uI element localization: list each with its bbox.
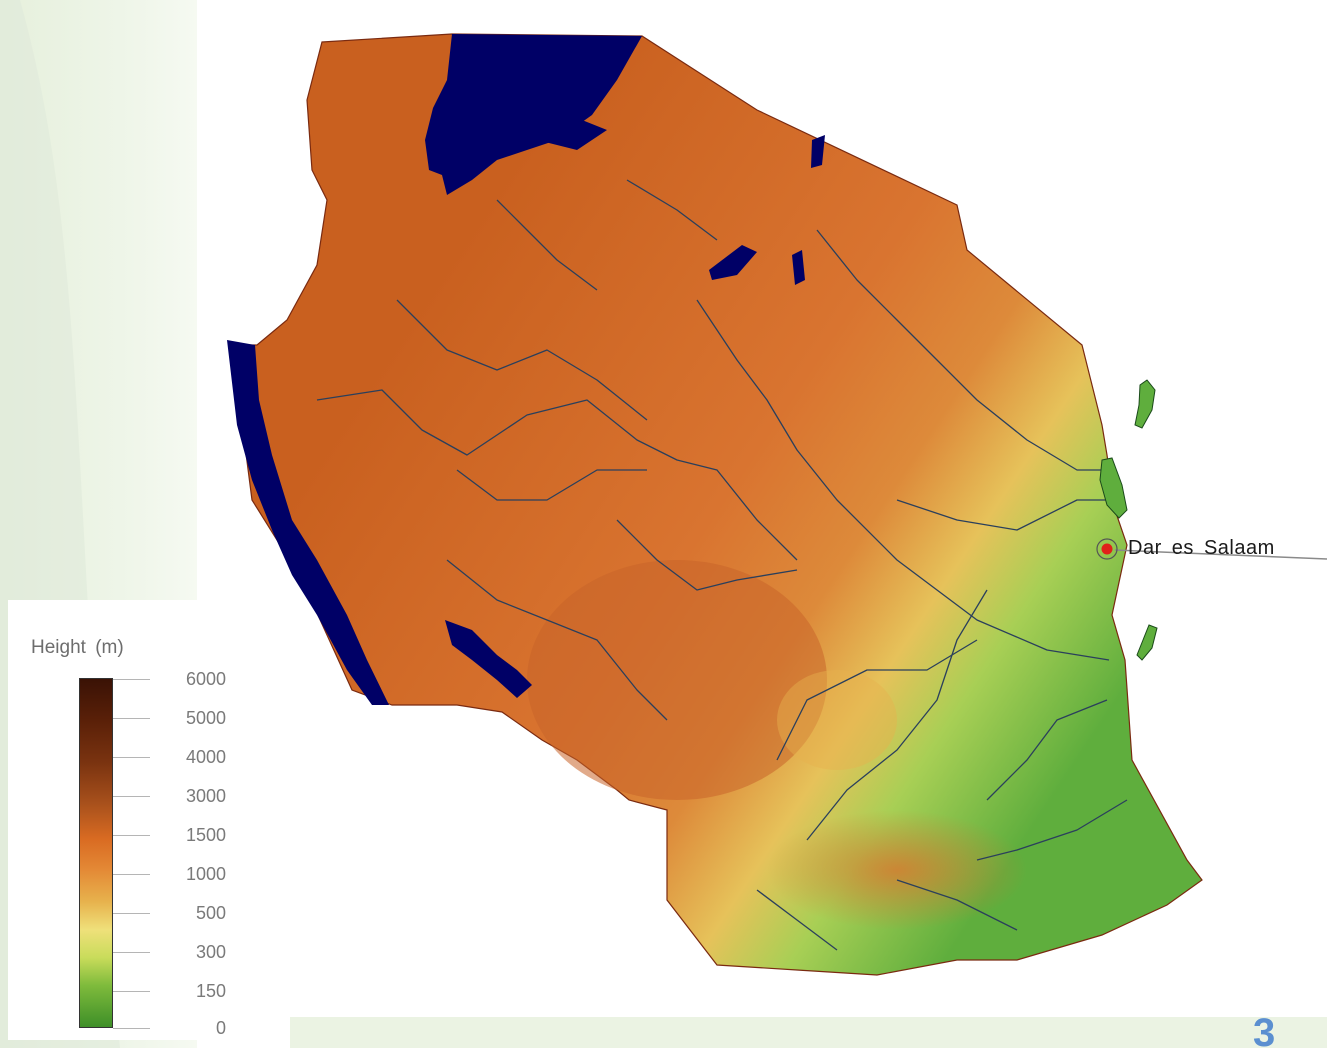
pemba-island xyxy=(1134,379,1156,429)
legend-tick-label: 500 xyxy=(195,903,226,923)
city-marker xyxy=(1096,538,1118,560)
legend-tick-label: 0 xyxy=(215,1018,226,1038)
legend-tick xyxy=(113,952,150,953)
legend-tick xyxy=(113,874,150,875)
legend-tick-label: 150 xyxy=(195,981,226,1001)
legend-tick xyxy=(113,796,150,797)
legend-tick xyxy=(113,1028,150,1029)
legend-tick-label: 1000 xyxy=(185,864,226,884)
lake-victoria xyxy=(425,34,642,195)
legend-tick xyxy=(113,679,150,680)
slide-page-number: 3 xyxy=(1253,1013,1276,1048)
legend-tick-label: 300 xyxy=(195,942,226,962)
country-shape xyxy=(231,33,1203,976)
legend-tick xyxy=(113,757,150,758)
height-legend xyxy=(8,600,253,1040)
slide-footer-band xyxy=(290,1017,1327,1048)
lake-rukwa xyxy=(445,620,532,698)
mafia-island xyxy=(1136,624,1158,661)
city-label-dar-es-salaam: Dar es Salaam xyxy=(1128,537,1275,559)
legend-tick xyxy=(113,718,150,719)
legend-tick-label: 6000 xyxy=(185,669,226,689)
legend-title: Height (m) xyxy=(31,637,124,658)
legend-tick-label: 3000 xyxy=(185,786,226,806)
legend-tick xyxy=(113,913,150,914)
zanzibar-island xyxy=(1099,457,1128,519)
legend-tick-label: 5000 xyxy=(185,708,226,728)
legend-color-scale xyxy=(79,678,113,1028)
tanzania-relief-map xyxy=(227,33,1327,976)
legend-tick xyxy=(113,991,150,992)
legend-tick-label: 1500 xyxy=(185,825,226,845)
legend-tick xyxy=(113,835,150,836)
legend-tick-label: 4000 xyxy=(185,747,226,767)
lake-tanganyika xyxy=(227,340,389,705)
